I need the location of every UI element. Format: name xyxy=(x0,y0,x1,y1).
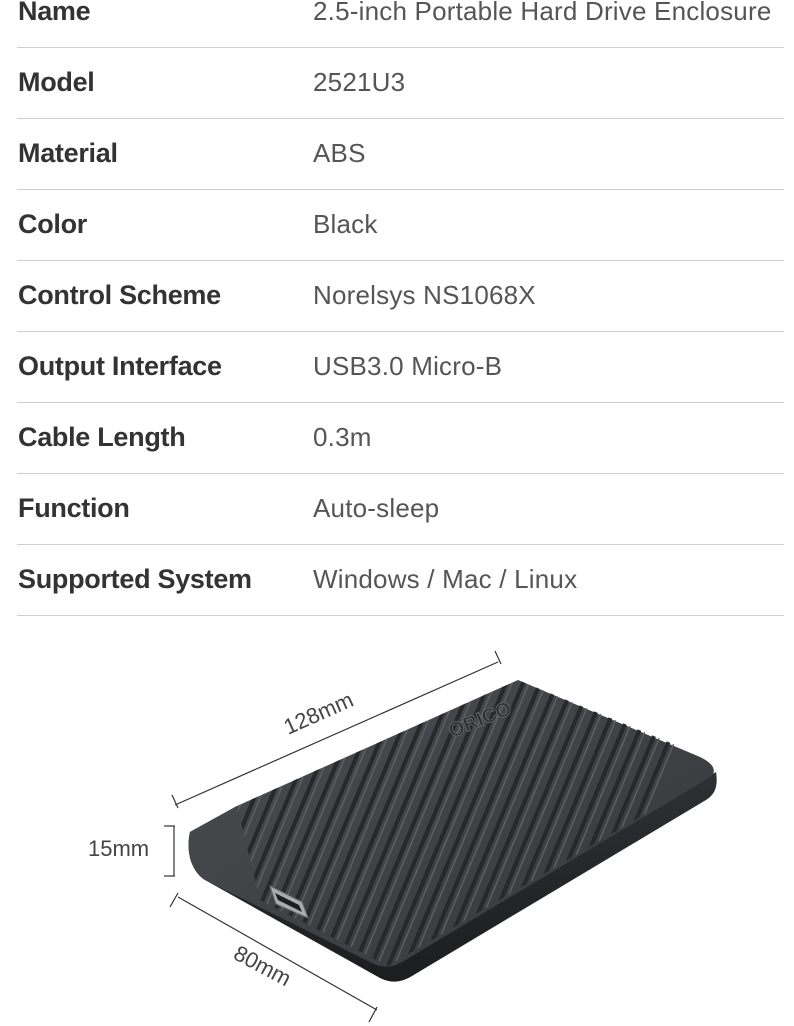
spec-label: Supported System xyxy=(18,564,252,594)
rib-line xyxy=(34,640,184,1000)
spec-row-output-interface: Output Interface USB3.0 Micro-B xyxy=(17,332,784,403)
height-dimension xyxy=(164,825,175,877)
spec-value: Norelsys NS1068X xyxy=(313,280,536,310)
length-label: 128mm xyxy=(280,687,357,740)
width-label: 80mm xyxy=(230,940,296,991)
spec-value: Auto-sleep xyxy=(313,493,440,523)
rib-highlight xyxy=(57,640,207,1000)
spec-label: Material xyxy=(18,138,118,168)
rib-highlight xyxy=(6,640,156,1000)
spec-label: Cable Length xyxy=(18,422,186,452)
spec-label: Model xyxy=(18,67,95,97)
rib-highlight xyxy=(396,680,548,966)
rib-highlight xyxy=(362,680,514,966)
rib-highlight xyxy=(23,640,173,1000)
spec-row-function: Function Auto-sleep xyxy=(17,474,784,545)
usb-micro-b-port-icon xyxy=(269,885,309,919)
spec-row-name: Name 2.5-inch Portable Hard Drive Enclos… xyxy=(17,0,784,48)
rib-line xyxy=(389,680,543,966)
spec-value: Windows / Mac / Linux xyxy=(313,564,578,594)
rib-highlight xyxy=(74,640,224,1000)
length-dimension xyxy=(171,650,502,809)
spec-label: Name xyxy=(18,0,91,26)
spec-value: USB3.0 Micro-B xyxy=(313,351,503,381)
spec-row-material: Material ABS xyxy=(17,119,784,190)
spec-value: ABS xyxy=(313,138,366,168)
spec-value: 2521U3 xyxy=(313,67,406,97)
enclosure-illustration: ORICO xyxy=(0,640,717,1000)
rib-line xyxy=(51,640,201,1000)
rib-highlight xyxy=(379,680,531,966)
spec-table: Name 2.5-inch Portable Hard Drive Enclos… xyxy=(17,0,784,616)
spec-row-supported-system: Supported System Windows / Mac / Linux xyxy=(17,545,784,616)
spec-row-color: Color Black xyxy=(17,190,784,261)
rib-line xyxy=(17,640,167,1000)
rib-line xyxy=(355,680,509,966)
height-label: 15mm xyxy=(88,836,149,861)
spec-label: Output Interface xyxy=(18,351,222,381)
spec-row-cable-length: Cable Length 0.3m xyxy=(17,403,784,474)
spec-row-control-scheme: Control Scheme Norelsys NS1068X xyxy=(17,261,784,332)
width-dimension xyxy=(169,892,378,1023)
product-figure: 128mm 15mm 80mm ORICO xyxy=(0,640,717,1023)
spec-value: 2.5-inch Portable Hard Drive Enclosure xyxy=(313,0,772,26)
spec-value: 0.3m xyxy=(313,422,372,452)
rib-line xyxy=(372,680,526,966)
rib-line xyxy=(0,640,150,1000)
spec-value: Black xyxy=(313,209,378,239)
spec-label: Control Scheme xyxy=(18,280,221,310)
rib-highlight xyxy=(40,640,190,1000)
spec-row-model: Model 2521U3 xyxy=(17,48,784,119)
rib-line xyxy=(68,640,218,1000)
spec-label: Color xyxy=(18,209,87,239)
spec-label: Function xyxy=(18,493,130,523)
